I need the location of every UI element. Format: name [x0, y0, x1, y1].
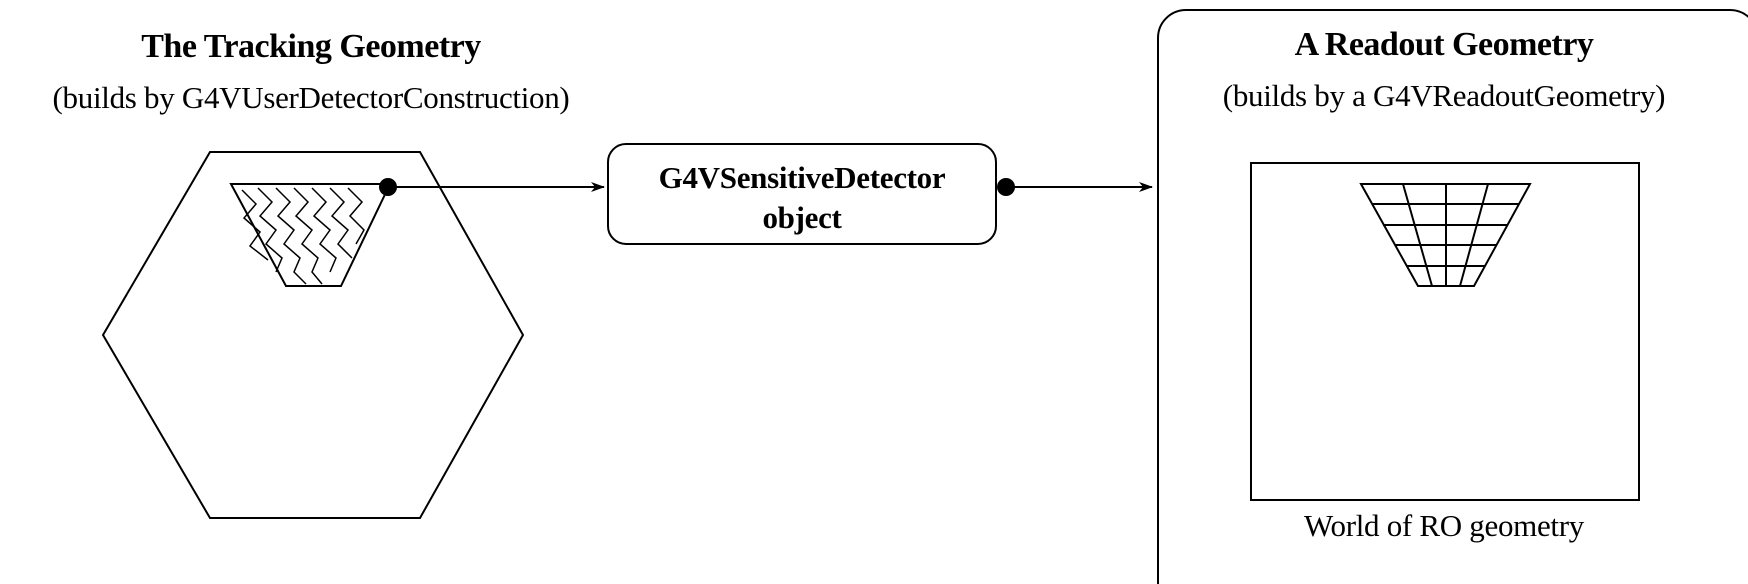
tracking-zigzag-lines	[241, 187, 365, 285]
tracking-sensitive-trapezoid	[229, 183, 392, 287]
sensitive-detector-box	[607, 143, 997, 245]
ro-world-caption: World of RO geometry	[1304, 508, 1584, 543]
readout-geometry-frame	[1157, 9, 1748, 584]
ro-world-rectangle	[1250, 162, 1640, 501]
sensitive-detector-label-line1: G4VSensitiveDetector	[658, 160, 946, 195]
tracking-world-hexagon	[101, 151, 525, 519]
tracking-geometry-subtitle: (builds by G4VUserDetectorConstruction)	[52, 80, 570, 115]
ro-segmented-trapezoid	[1359, 183, 1532, 287]
sensitive-detector-label-line2: object	[762, 200, 842, 235]
readout-geometry-subtitle: (builds by a G4VReadoutGeometry)	[1222, 78, 1666, 113]
readout-geometry-title: A Readout Geometry	[1294, 26, 1594, 63]
tracking-geometry-title: The Tracking Geometry	[141, 28, 481, 65]
